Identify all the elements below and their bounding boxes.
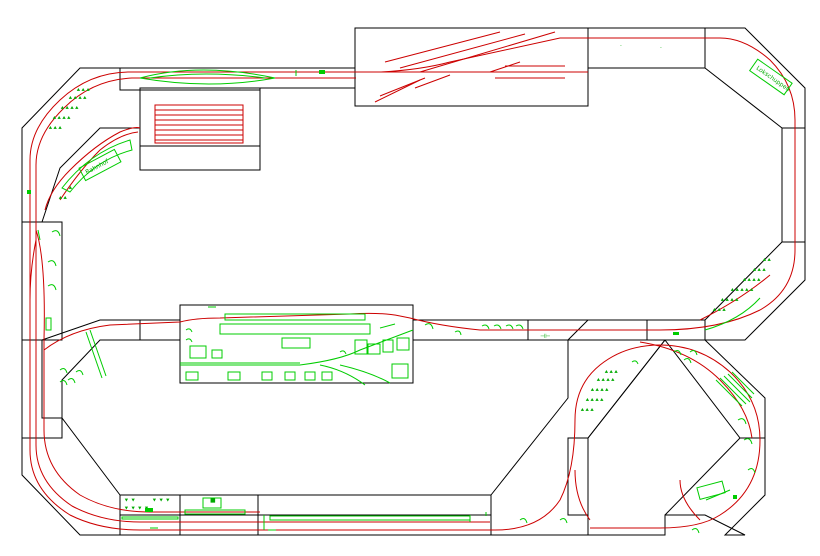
svg-text:⯅⯅⯅: ⯅⯅⯅ xyxy=(76,87,91,94)
track-outer-loop xyxy=(29,37,796,531)
svg-text:⯅⯅: ⯅⯅ xyxy=(58,195,68,202)
svg-text:⯅⯅⯅: ⯅⯅⯅ xyxy=(580,407,595,414)
scenery-loop-trees: ⯅⯅⯅ ⯅⯅⯅⯅ ⯅⯅⯅⯅ ⯅⯅⯅⯅ ⯅⯅⯅ xyxy=(580,350,698,414)
scenery-left-diagonal xyxy=(59,329,107,386)
station-building-label: Bahnhof xyxy=(84,158,110,176)
svg-text:⯅⯅⯅⯅: ⯅⯅⯅⯅ xyxy=(742,277,761,284)
track-branch-upper-left xyxy=(44,127,141,211)
svg-text:⯅⯅⯅⯅: ⯅⯅⯅⯅ xyxy=(52,115,71,122)
svg-text:⯆ ⯆: ⯆ ⯆ xyxy=(124,497,136,504)
svg-text:⯆ ⯆ ⯆ ⯆: ⯆ ⯆ ⯆ ⯆ xyxy=(124,505,149,512)
svg-text:⯅⯅⯅⯅: ⯅⯅⯅⯅ xyxy=(68,95,87,102)
scenery-loop-right xyxy=(691,371,756,534)
svg-text:■: ■ xyxy=(210,497,216,504)
track-yard xyxy=(355,31,588,103)
svg-text:⯅⯅⯅: ⯅⯅⯅ xyxy=(752,267,767,274)
scenery-trees-right: ⯅⯅⯅ ⯅⯅⯅⯅ ⯅⯅⯅⯅⯅ ⯅⯅⯅⯅ ⯅⯅⯅ ⯅⯅ xyxy=(704,257,772,331)
engine-shed xyxy=(154,104,244,144)
svg-text:·: · xyxy=(660,45,662,52)
svg-text:⊣⊢: ⊣⊢ xyxy=(540,333,550,340)
svg-text:⯅⯅⯅⯅: ⯅⯅⯅⯅ xyxy=(596,377,615,384)
svg-text:⯅⯅⯅⯅: ⯅⯅⯅⯅ xyxy=(60,105,79,112)
svg-text:⯅⯅⯅⯅: ⯅⯅⯅⯅ xyxy=(590,387,609,394)
scenery-bottom-left-module: ⯆ ⯆ ⯆ ⯆ ⯆ ⯆ ⯆ ⯆ ⯆ ■ xyxy=(121,497,246,529)
svg-text:·: · xyxy=(620,43,622,50)
svg-text:⯅⯅⯅: ⯅⯅⯅ xyxy=(712,307,727,314)
scenery-top-left-platform xyxy=(139,69,325,85)
scenery-trees-top-left: ⯅⯅⯅ ⯅⯅⯅⯅ ⯅⯅⯅⯅ ⯅⯅⯅⯅ ⯅⯅⯅ xyxy=(48,87,91,132)
svg-text:⯆ ⯆ ⯆: ⯆ ⯆ ⯆ xyxy=(152,497,170,504)
svg-text:⯅⯅⯅⯅: ⯅⯅⯅⯅ xyxy=(720,297,739,304)
svg-text:⯅⯅⯅⯅: ⯅⯅⯅⯅ xyxy=(585,397,604,404)
scenery-yard-top: · · xyxy=(620,43,662,52)
baseboard-outlines xyxy=(21,27,806,536)
scenery-bottom-station xyxy=(263,512,487,531)
svg-text:⯅⯅: ⯅⯅ xyxy=(762,257,772,264)
svg-text:⯅⯅⯅: ⯅⯅⯅ xyxy=(48,125,63,132)
svg-text:⯅⯅⯅: ⯅⯅⯅ xyxy=(604,369,619,376)
scenery-top-right-shed: Lokschuppen xyxy=(748,58,793,96)
svg-text:⯅⯅⯅⯅⯅: ⯅⯅⯅⯅⯅ xyxy=(730,287,754,294)
svg-text:⯅: ⯅ xyxy=(68,185,73,192)
scenery-middle-strip: ⊣⊢ xyxy=(424,323,679,340)
scenery-left-side xyxy=(27,190,61,331)
scenery-middle-station xyxy=(180,306,414,386)
scenery-bottom-right xyxy=(519,518,568,524)
